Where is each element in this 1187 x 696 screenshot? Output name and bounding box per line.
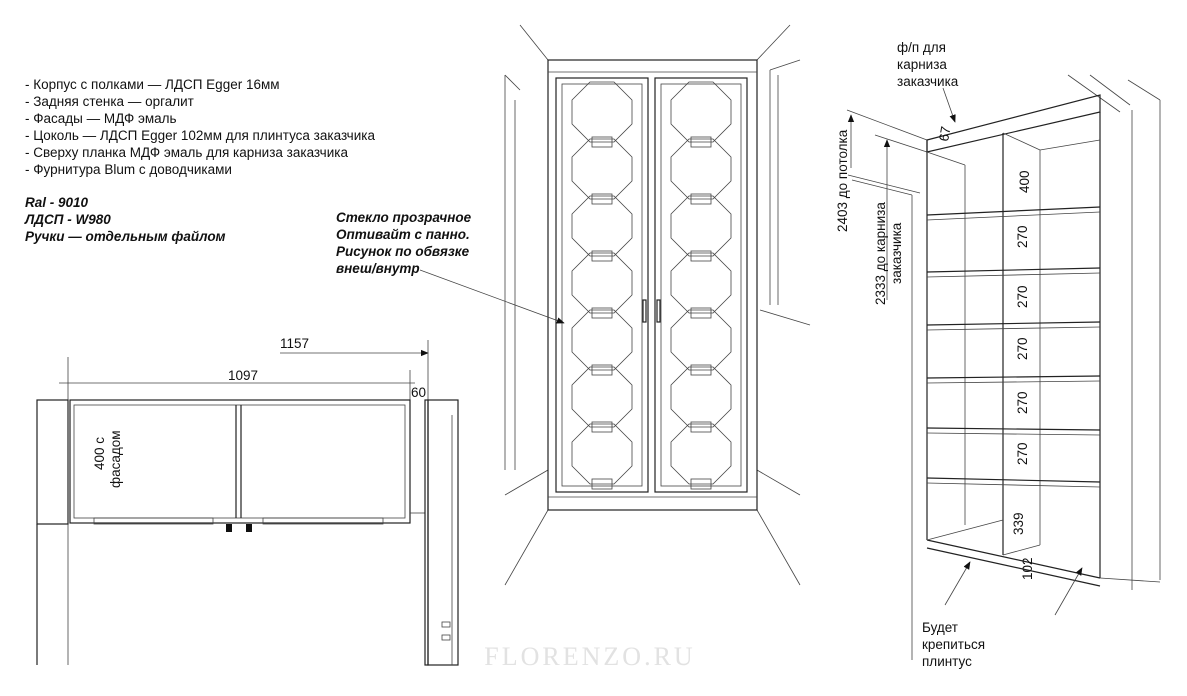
lattice-link — [690, 364, 712, 376]
shelf-lines — [926, 206, 1101, 488]
lattice-octagon — [670, 309, 732, 371]
dim-67: 67 — [936, 125, 953, 142]
lattice-octagon — [670, 195, 732, 257]
watermark: FLORENZO.RU — [484, 642, 695, 671]
glass-note: Стекло прозрачное — [336, 210, 472, 225]
spec-item: - Фасады — МДФ эмаль — [25, 111, 177, 126]
lattice-octagon — [571, 138, 633, 200]
lattice-link — [591, 478, 613, 490]
shelf — [926, 206, 1101, 216]
lattice-octagon — [670, 81, 732, 143]
cornice-height: 2333 до карниза — [873, 202, 888, 305]
shelf — [926, 267, 1101, 273]
shelf-dim: 270 — [1015, 442, 1030, 465]
isometric-view: ф/п для карниза заказчика 67 2403 до пот… — [835, 40, 1161, 669]
shelf — [926, 432, 1101, 436]
door-lattice — [571, 81, 732, 490]
plinth-note: крепиться — [922, 637, 985, 652]
lattice-link — [690, 193, 712, 205]
lattice-octagon — [670, 366, 732, 428]
spec-item: - Корпус с полками — ЛДСП Egger 16мм — [25, 77, 280, 92]
lattice-octagon — [571, 309, 633, 371]
lattice-octagon — [670, 138, 732, 200]
shelf-dim: 270 — [1015, 285, 1030, 308]
lattice-octagon — [571, 366, 633, 428]
spec-item: - Фурнитура Blum с доводчиками — [25, 162, 232, 177]
shelf-dim: 270 — [1015, 225, 1030, 248]
dim-60: 60 — [411, 385, 426, 400]
glass-note: Рисунок по обвязке — [336, 244, 470, 259]
spec-list: - Корпус с полками — ЛДСП Egger 16мм - З… — [24, 77, 375, 244]
shelf-dim: 400 — [1017, 170, 1032, 193]
spec-item: - Задняя стенка — оргалит — [25, 94, 194, 109]
plinth-dim: 102 — [1020, 557, 1035, 580]
lattice-link — [690, 421, 712, 433]
dim-1157: 1157 — [280, 336, 309, 351]
cornice-note: заказчика — [897, 74, 959, 89]
lattice-octagon — [571, 252, 633, 314]
dim-1097: 1097 — [228, 368, 258, 383]
shelf — [926, 482, 1101, 488]
lattice-link — [591, 364, 613, 376]
lattice-link — [591, 193, 613, 205]
lattice-link — [690, 478, 712, 490]
glass-note: внеш/внутр — [336, 261, 420, 276]
shelf — [926, 477, 1101, 483]
lattice-octagon — [571, 423, 633, 485]
plinth-note: плинтус — [922, 654, 972, 669]
color-spec: Ручки — отдельным файлом — [25, 229, 226, 244]
shelf-dim: 270 — [1015, 337, 1030, 360]
cornice-height: заказчика — [889, 222, 904, 284]
color-spec: Ral - 9010 — [25, 195, 89, 210]
lattice-octagon — [571, 195, 633, 257]
plinth-note: Будет — [922, 620, 958, 635]
depth-label: фасадом — [108, 430, 123, 488]
shelf — [926, 375, 1101, 379]
shelf — [926, 211, 1101, 221]
shelf — [926, 427, 1101, 431]
glass-note: Оптивайт с панно. — [336, 227, 470, 242]
cornice-note: ф/п для — [897, 40, 946, 55]
shelf — [926, 326, 1101, 331]
shelf-dim: 270 — [1015, 391, 1030, 414]
shelf — [926, 321, 1101, 326]
lattice-octagon — [670, 423, 732, 485]
ceiling-height: 2403 до потолка — [835, 129, 850, 232]
shelf-dim: 339 — [1011, 512, 1026, 535]
depth-label: 400 с — [92, 437, 107, 470]
lattice-octagon — [670, 252, 732, 314]
spec-item: - Сверху планка МДФ эмаль для карниза за… — [25, 145, 348, 160]
spec-item: - Цоколь — ЛДСП Egger 102мм для плинтуса… — [25, 128, 375, 143]
lattice-link — [690, 136, 712, 148]
shelf — [926, 380, 1101, 384]
lattice-link — [690, 307, 712, 319]
lattice-link — [591, 421, 613, 433]
shelf — [926, 272, 1101, 278]
plan-view: 1157 1097 60 400 с фасадом — [36, 336, 459, 666]
lattice-link — [591, 250, 613, 262]
color-spec: ЛДСП - W980 — [24, 212, 111, 227]
lattice-link — [591, 307, 613, 319]
cornice-note: карниза — [897, 57, 947, 72]
lattice-octagon — [571, 81, 633, 143]
front-elevation: Стекло прозрачное Оптивайт с панно. Рису… — [336, 24, 811, 586]
lattice-link — [591, 136, 613, 148]
lattice-link — [690, 250, 712, 262]
